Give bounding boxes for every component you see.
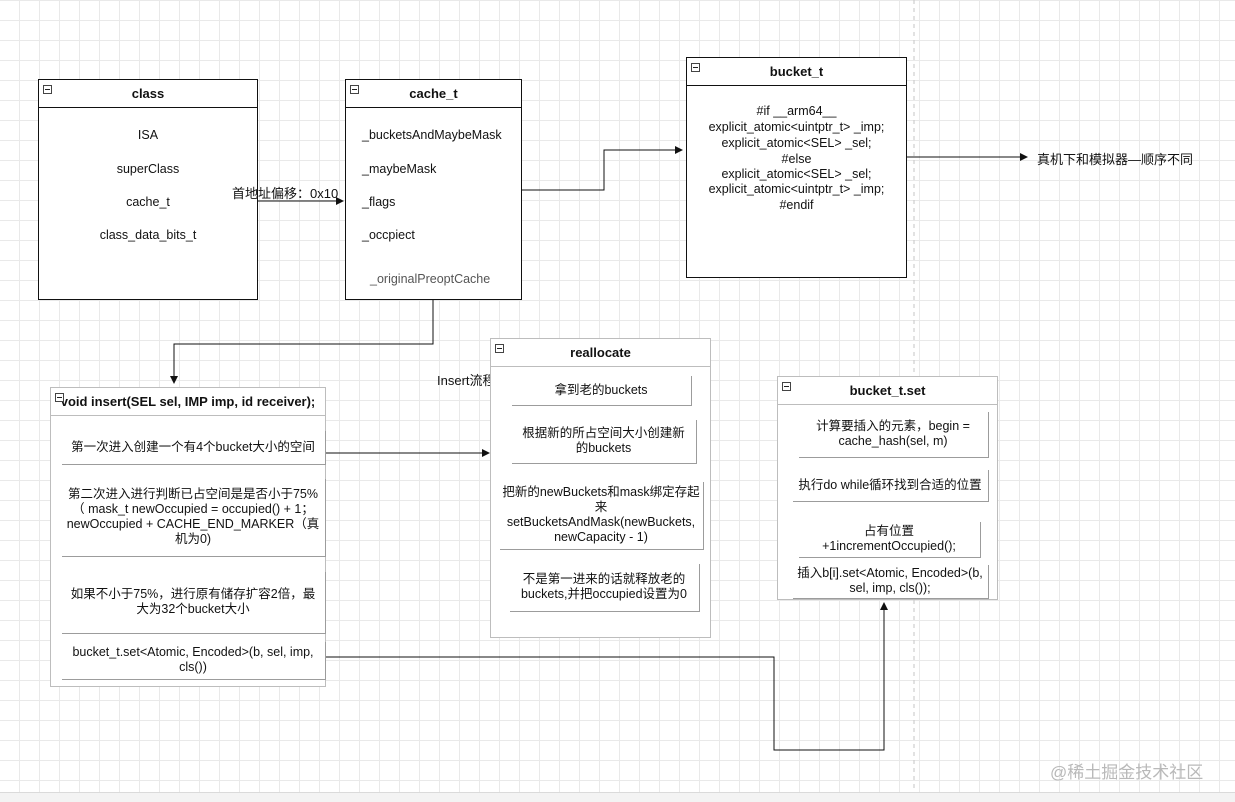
collapse-icon[interactable] bbox=[55, 393, 64, 402]
bucket-line-sel: explicit_atomic<SEL> _sel; bbox=[721, 136, 872, 150]
reallocate-box-title: reallocate bbox=[570, 345, 631, 360]
collapse-icon[interactable] bbox=[350, 85, 359, 94]
arrow-cache-t-to-bucket-t bbox=[522, 146, 683, 191]
class-item-data-bits: class_data_bits_t bbox=[99, 228, 197, 242]
bucket-t-box-header: bucket_t bbox=[687, 58, 906, 86]
bucket-line-imp: explicit_atomic<uintptr_t> _imp; bbox=[708, 120, 885, 134]
cache-item-flags: _flags bbox=[362, 195, 396, 209]
bottom-scrollbar[interactable] bbox=[0, 792, 1235, 802]
insert-step-4: bucket_t.set<Atomic, Encoded>(b, sel, im… bbox=[61, 641, 325, 679]
class-box[interactable]: class ISA superClass cache_t class_data_… bbox=[38, 79, 258, 300]
class-box-header: class bbox=[39, 80, 257, 108]
reallocate-step-4: 不是第一进来的话就释放老的buckets,并把occupied设置为0 bbox=[509, 563, 699, 611]
bucket-t-box[interactable]: bucket_t #if __arm64__ explicit_atomic<u… bbox=[686, 57, 907, 278]
bucket-line-sel-2: explicit_atomic<SEL> _sel; bbox=[721, 167, 872, 181]
class-box-title: class bbox=[131, 86, 165, 101]
cache-item-buckets: _bucketsAndMaybeMask bbox=[362, 128, 502, 142]
insert-step-2: 第二次进入进行判断已占空间是是否小于75% （ mask_t newOccupi… bbox=[61, 478, 325, 556]
class-item-cache-t: cache_t bbox=[126, 195, 170, 209]
bucket-set-step-2: 执行do while循环找到合适的位置 bbox=[792, 469, 988, 501]
insert-box-title: void insert(SEL sel, IMP imp, id receive… bbox=[60, 394, 316, 409]
insert-box-header: void insert(SEL sel, IMP imp, id receive… bbox=[51, 388, 325, 416]
reallocate-box[interactable]: reallocate 拿到老的buckets 根据新的所占空间大小创建新的buc… bbox=[490, 338, 711, 638]
reallocate-box-header: reallocate bbox=[491, 339, 710, 367]
bucket-line-if: #if __arm64__ bbox=[756, 104, 837, 118]
insert-step-1: 第一次进入创建一个有4个bucket大小的空间 bbox=[61, 430, 325, 464]
reallocate-step-3: 把新的newBuckets和mask绑定存起来 setBucketsAndMas… bbox=[499, 481, 703, 549]
offset-label: 首地址偏移：0x10 bbox=[232, 186, 339, 201]
arrow-cache-t-to-insert bbox=[170, 300, 434, 384]
collapse-icon[interactable] bbox=[43, 85, 52, 94]
insert-step-3: 如果不小于75%，进行原有储存扩容2倍，最大为32个bucket大小 bbox=[61, 571, 325, 633]
cache-item-occpiect: _occpiect bbox=[362, 228, 415, 242]
collapse-icon[interactable] bbox=[691, 63, 700, 72]
bucket-set-box-title: bucket_t.set bbox=[849, 383, 926, 398]
cache-item-preopt-cache: _originalPreoptCache bbox=[370, 272, 491, 286]
class-item-isa: ISA bbox=[137, 128, 159, 142]
order-note-label: 真机下和模拟器—顺序不同 bbox=[1037, 152, 1194, 167]
bucket-set-box[interactable]: bucket_t.set 计算要插入的元素，begin = cache_hash… bbox=[777, 376, 998, 600]
reallocate-step-2: 根据新的所占空间大小创建新的buckets bbox=[511, 419, 696, 463]
bucket-set-step-3: 占有位置 +1incrementOccupied(); bbox=[798, 521, 980, 557]
cache-t-box[interactable]: cache_t _bucketsAndMaybeMask _maybeMask … bbox=[345, 79, 522, 300]
bucket-set-step-1: 计算要插入的元素，begin = cache_hash(sel, m) bbox=[798, 411, 988, 457]
cache-t-box-header: cache_t bbox=[346, 80, 521, 108]
bucket-line-else: #else bbox=[781, 152, 812, 166]
bucket-t-box-title: bucket_t bbox=[769, 64, 824, 79]
bucket-line-endif: #endif bbox=[779, 198, 814, 212]
insert-box[interactable]: void insert(SEL sel, IMP imp, id receive… bbox=[50, 387, 326, 687]
collapse-icon[interactable] bbox=[495, 344, 504, 353]
cache-item-maybe-mask: _maybeMask bbox=[362, 162, 437, 176]
collapse-icon[interactable] bbox=[782, 382, 791, 391]
cache-t-box-title: cache_t bbox=[409, 86, 458, 101]
watermark: @稀土掘金技术社区 bbox=[1050, 763, 1204, 782]
insert-flow-label: Insert流程 bbox=[437, 373, 496, 388]
bucket-line-imp-2: explicit_atomic<uintptr_t> _imp; bbox=[708, 182, 885, 196]
reallocate-step-1: 拿到老的buckets bbox=[511, 375, 691, 405]
class-item-superclass: superClass bbox=[116, 162, 180, 176]
bucket-set-box-header: bucket_t.set bbox=[778, 377, 997, 405]
bucket-set-step-4: 插入b[i].set<Atomic, Encoded>(b, sel, imp,… bbox=[792, 564, 988, 598]
